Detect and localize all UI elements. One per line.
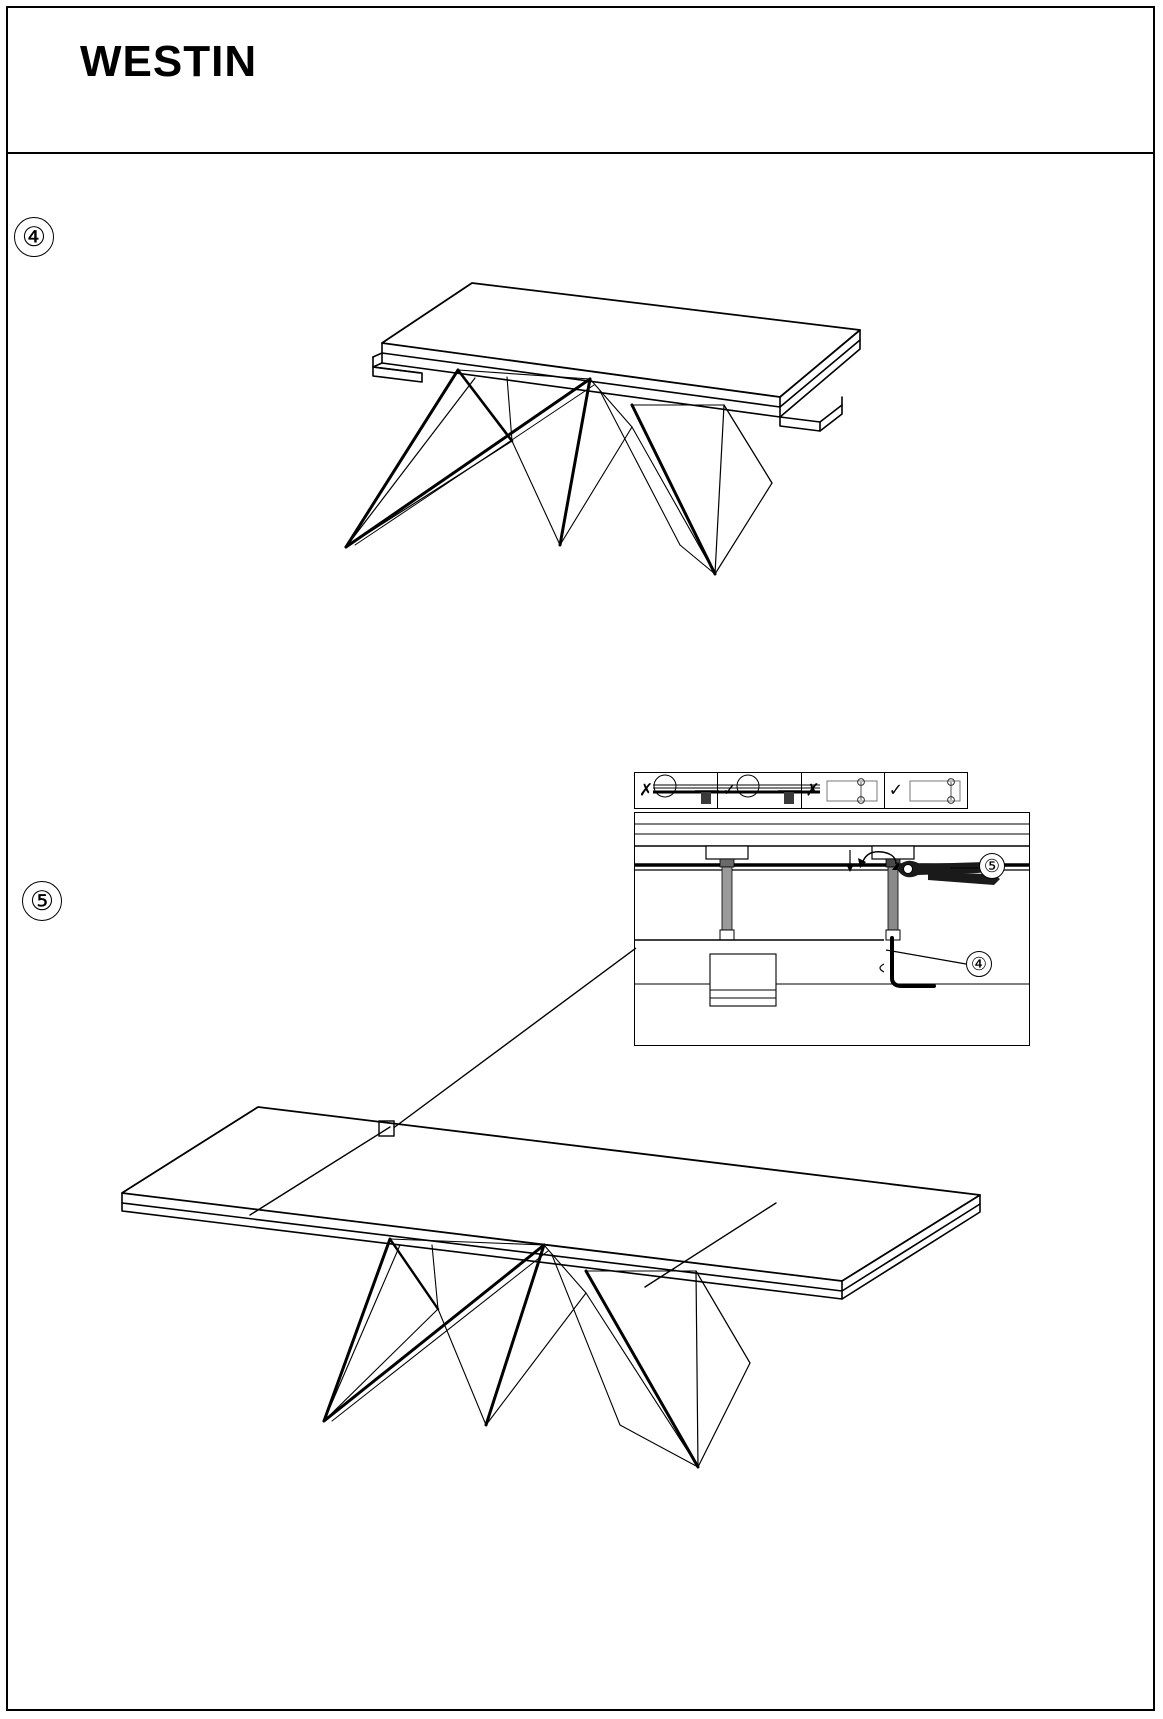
cross-icon: ✗ [639,780,654,800]
header-divider [8,152,1155,154]
detail-leader-line-4 [885,949,967,965]
detail-mechanism-drawing [634,823,1030,1007]
brand-title: WESTIN [80,37,258,86]
compare-strip: ✗ ✓ [634,772,968,809]
compare-cell-2: ✓ [718,773,821,808]
cross-icon: ✗ [805,780,820,800]
detail-ref-5: ⑤ [979,853,1005,879]
compare-cell-4: ✓ [885,773,967,808]
detail-leader-line-5 [950,867,978,869]
compare-cell-3: ✗ [802,773,885,808]
step-number-4: ④ [14,217,54,257]
callout-leader-line [387,947,637,1133]
step-number-5: ⑤ [22,881,62,921]
check-icon: ✓ [722,780,737,800]
figure-table-extended [121,1106,981,1469]
compare-cell-1: ✗ [635,773,737,808]
check-icon: ✓ [888,780,903,800]
figure-table-closed [344,282,861,576]
detail-ref-4: ④ [966,951,992,977]
detail-inset-panel [634,812,1030,1046]
